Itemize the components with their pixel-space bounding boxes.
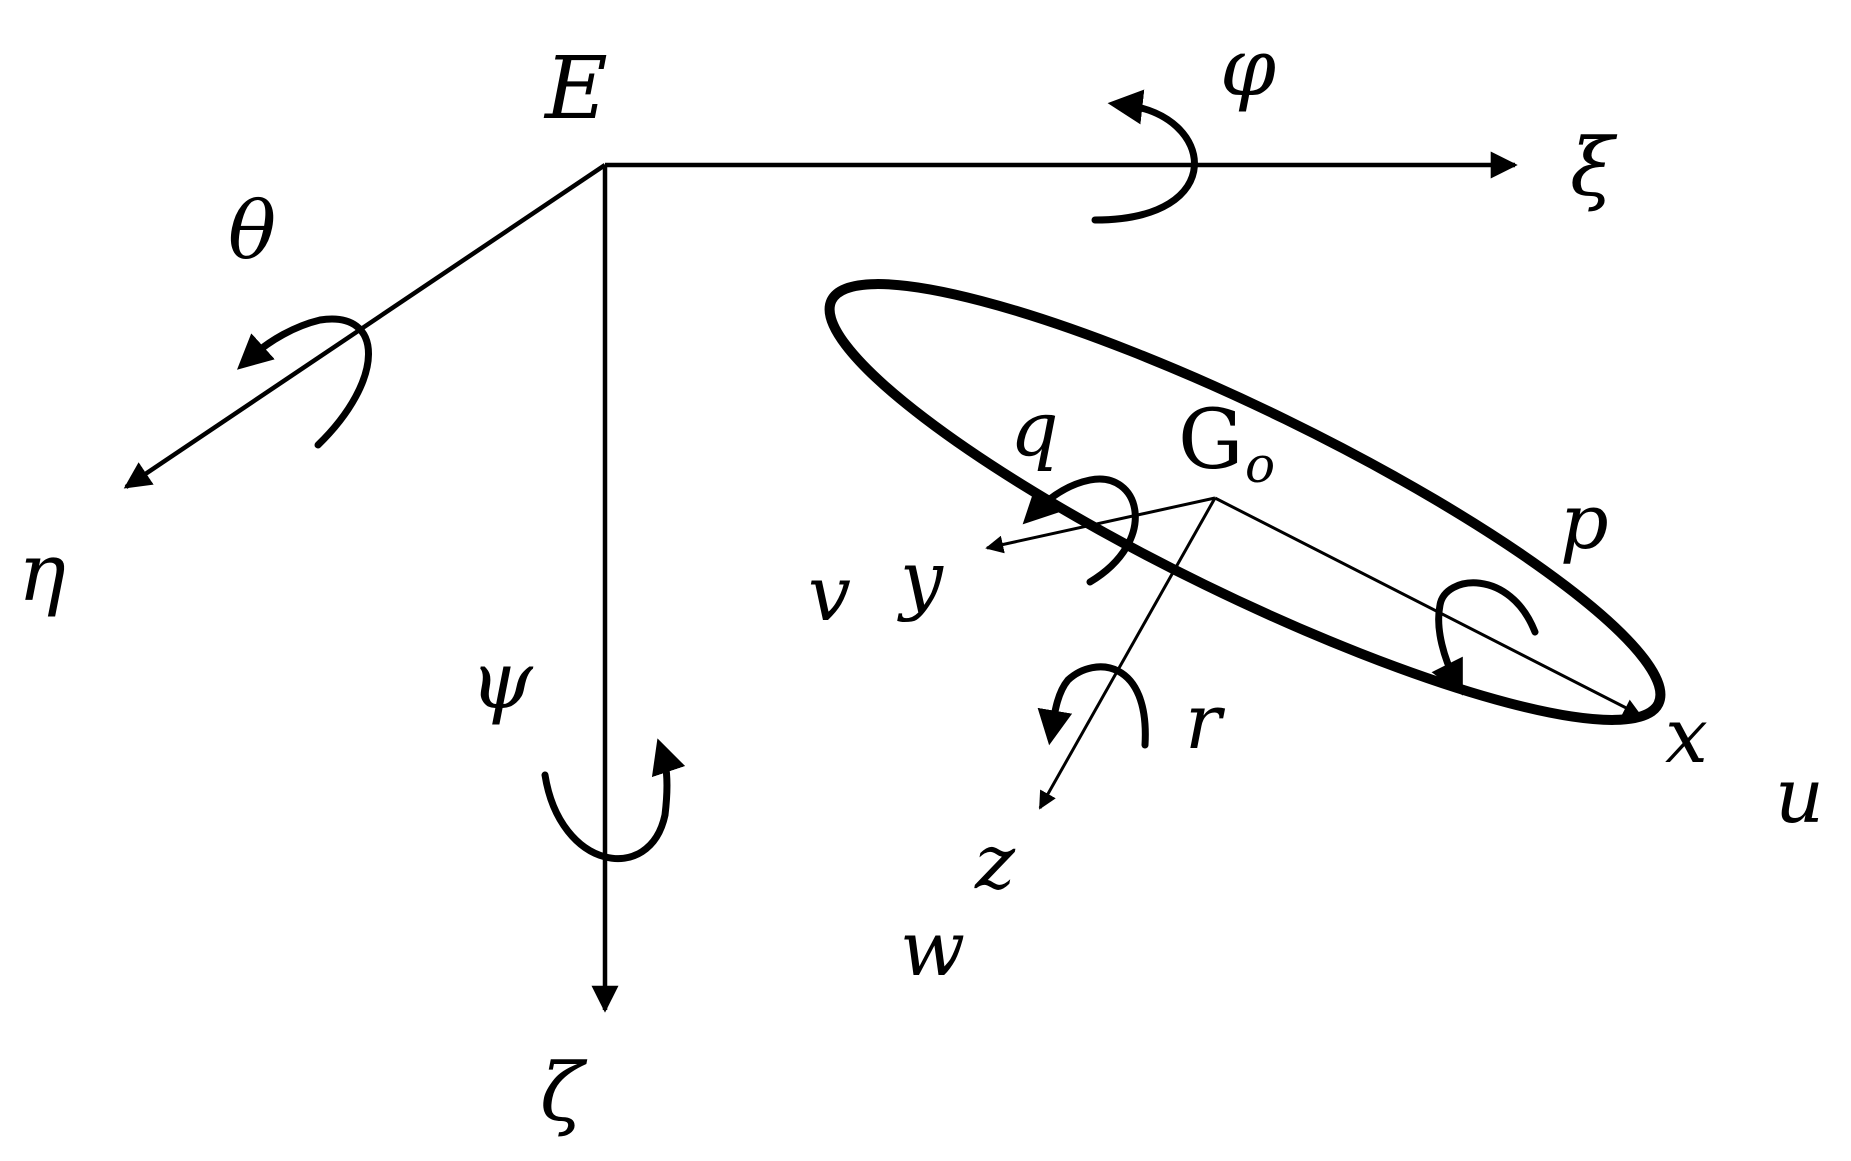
theta-label: θ bbox=[228, 184, 276, 277]
r-label: r bbox=[1185, 677, 1226, 766]
theta-rotation-arrow bbox=[236, 315, 372, 449]
q-label: q bbox=[1010, 384, 1059, 473]
origin-g-label: G bbox=[1178, 393, 1244, 488]
psi-label: ψ bbox=[470, 634, 534, 727]
v-label: v bbox=[808, 549, 851, 638]
z-label: z bbox=[974, 817, 1016, 906]
u-label: u bbox=[1775, 751, 1824, 840]
psi-rotation-arrow bbox=[541, 738, 686, 863]
z-axis bbox=[1038, 497, 1217, 810]
vehicle-hull bbox=[824, 279, 1666, 725]
origin-g-subscript: o bbox=[1245, 436, 1275, 494]
zeta-label: ζ bbox=[540, 1046, 588, 1139]
r-rotation-arrow bbox=[1037, 663, 1149, 749]
y-label: y bbox=[897, 534, 944, 623]
phi-label: φ bbox=[1220, 21, 1276, 114]
phi-rotation-arrow bbox=[1091, 89, 1198, 224]
eta-axis bbox=[123, 163, 607, 489]
xi-label: ξ bbox=[1570, 121, 1618, 214]
q-rotation-arrow bbox=[1022, 475, 1139, 586]
p-rotation-arrow bbox=[1431, 579, 1539, 696]
origin-e-label: E bbox=[543, 39, 608, 139]
x-axis bbox=[1214, 496, 1642, 717]
eta-label: η bbox=[18, 526, 66, 619]
y-axis bbox=[985, 496, 1216, 554]
x-label: x bbox=[1665, 691, 1708, 780]
w-label: w bbox=[900, 904, 965, 993]
p-label: p bbox=[1560, 477, 1609, 566]
